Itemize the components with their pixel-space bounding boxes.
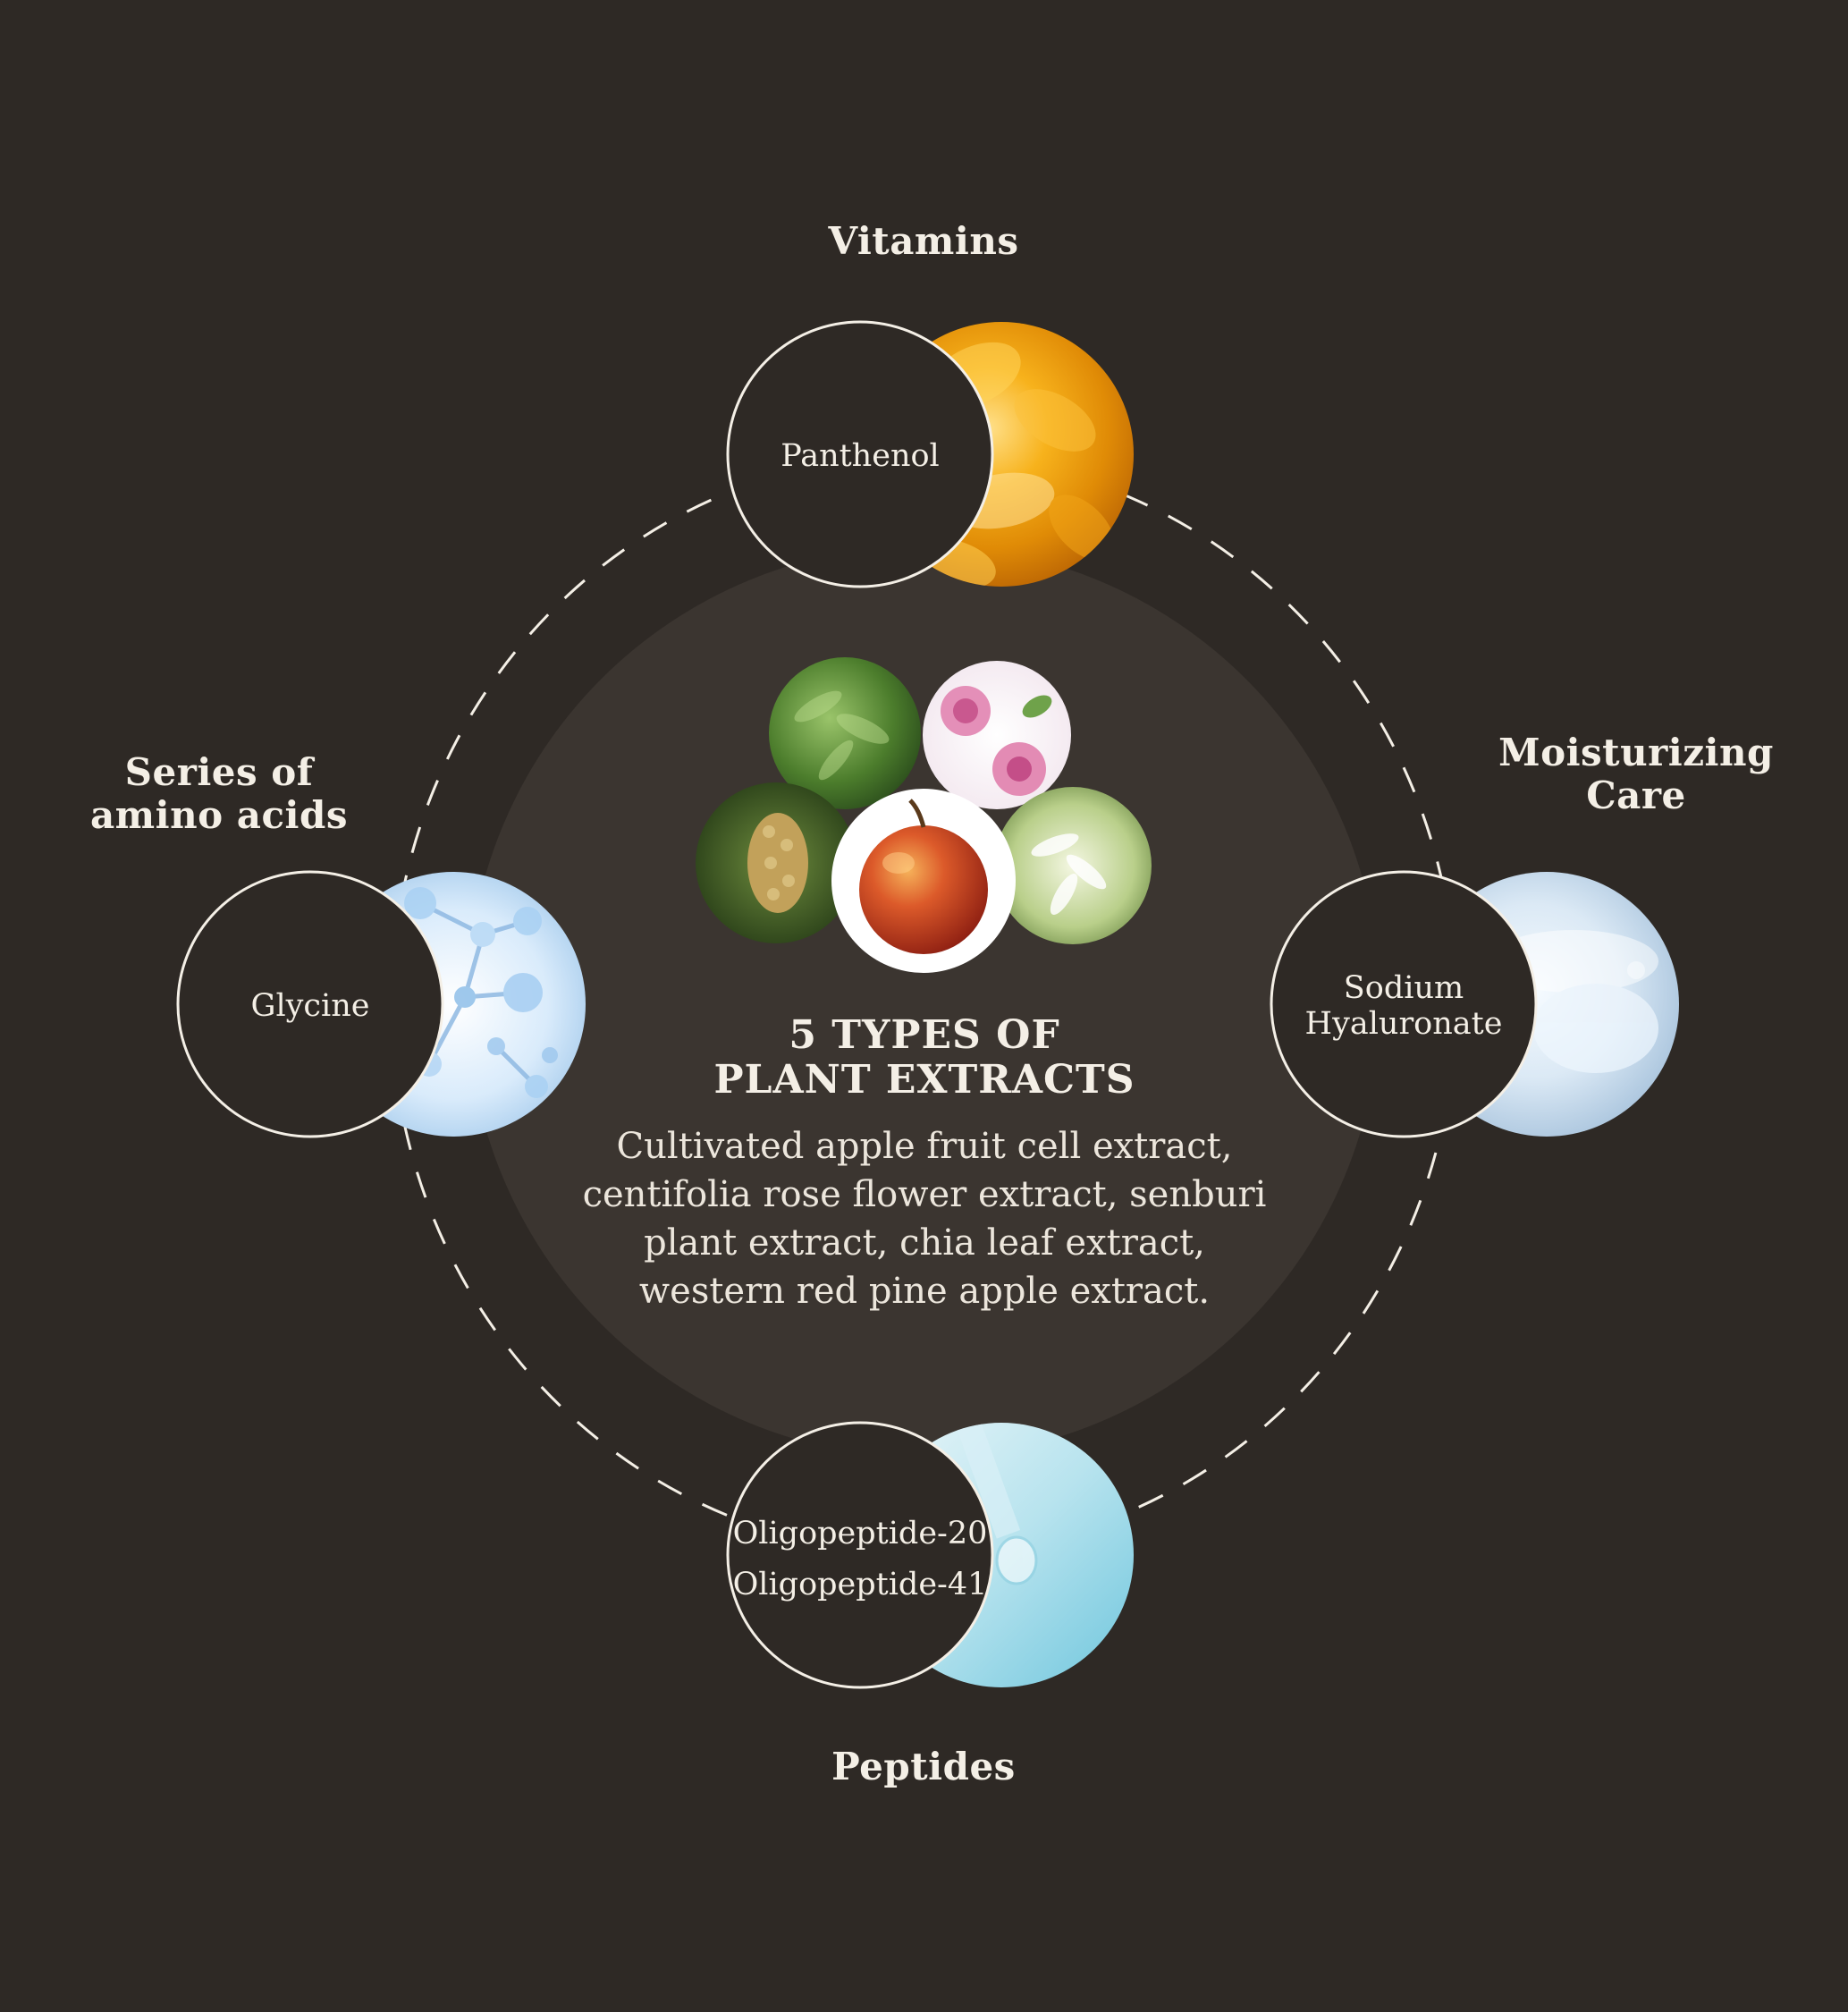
plant-extract-images — [696, 657, 1152, 973]
node-sodium-hyaluronate: Sodium Hyaluronate — [1304, 970, 1503, 1042]
moisturizing-node — [1270, 870, 1538, 1138]
label-moisturizing-care: Moisturizing Care — [1498, 731, 1774, 817]
center-title: 5 TYPES OF PLANT EXTRACTS — [713, 1012, 1135, 1103]
node-glycine: Glycine — [250, 988, 370, 1024]
chia-leaf-image — [769, 657, 921, 809]
label-vitamins: Vitamins — [828, 219, 1019, 263]
center-disc — [468, 545, 1380, 1458]
node-panthenol: Panthenol — [781, 438, 940, 474]
center-description: Cultivated apple fruit cell extract, cen… — [582, 1126, 1267, 1312]
node-oligopeptide-20: Oligopeptide-20 — [732, 1516, 988, 1551]
vitamins-node — [726, 320, 994, 588]
node-oligopeptide-41: Oligopeptide-41 — [732, 1567, 988, 1602]
rose-flower-image — [923, 661, 1071, 809]
amino-node — [176, 870, 444, 1138]
peptides-node — [726, 1421, 994, 1689]
label-peptides: Peptides — [831, 1745, 1016, 1788]
label-amino-acids: Series of amino acids — [89, 750, 349, 837]
